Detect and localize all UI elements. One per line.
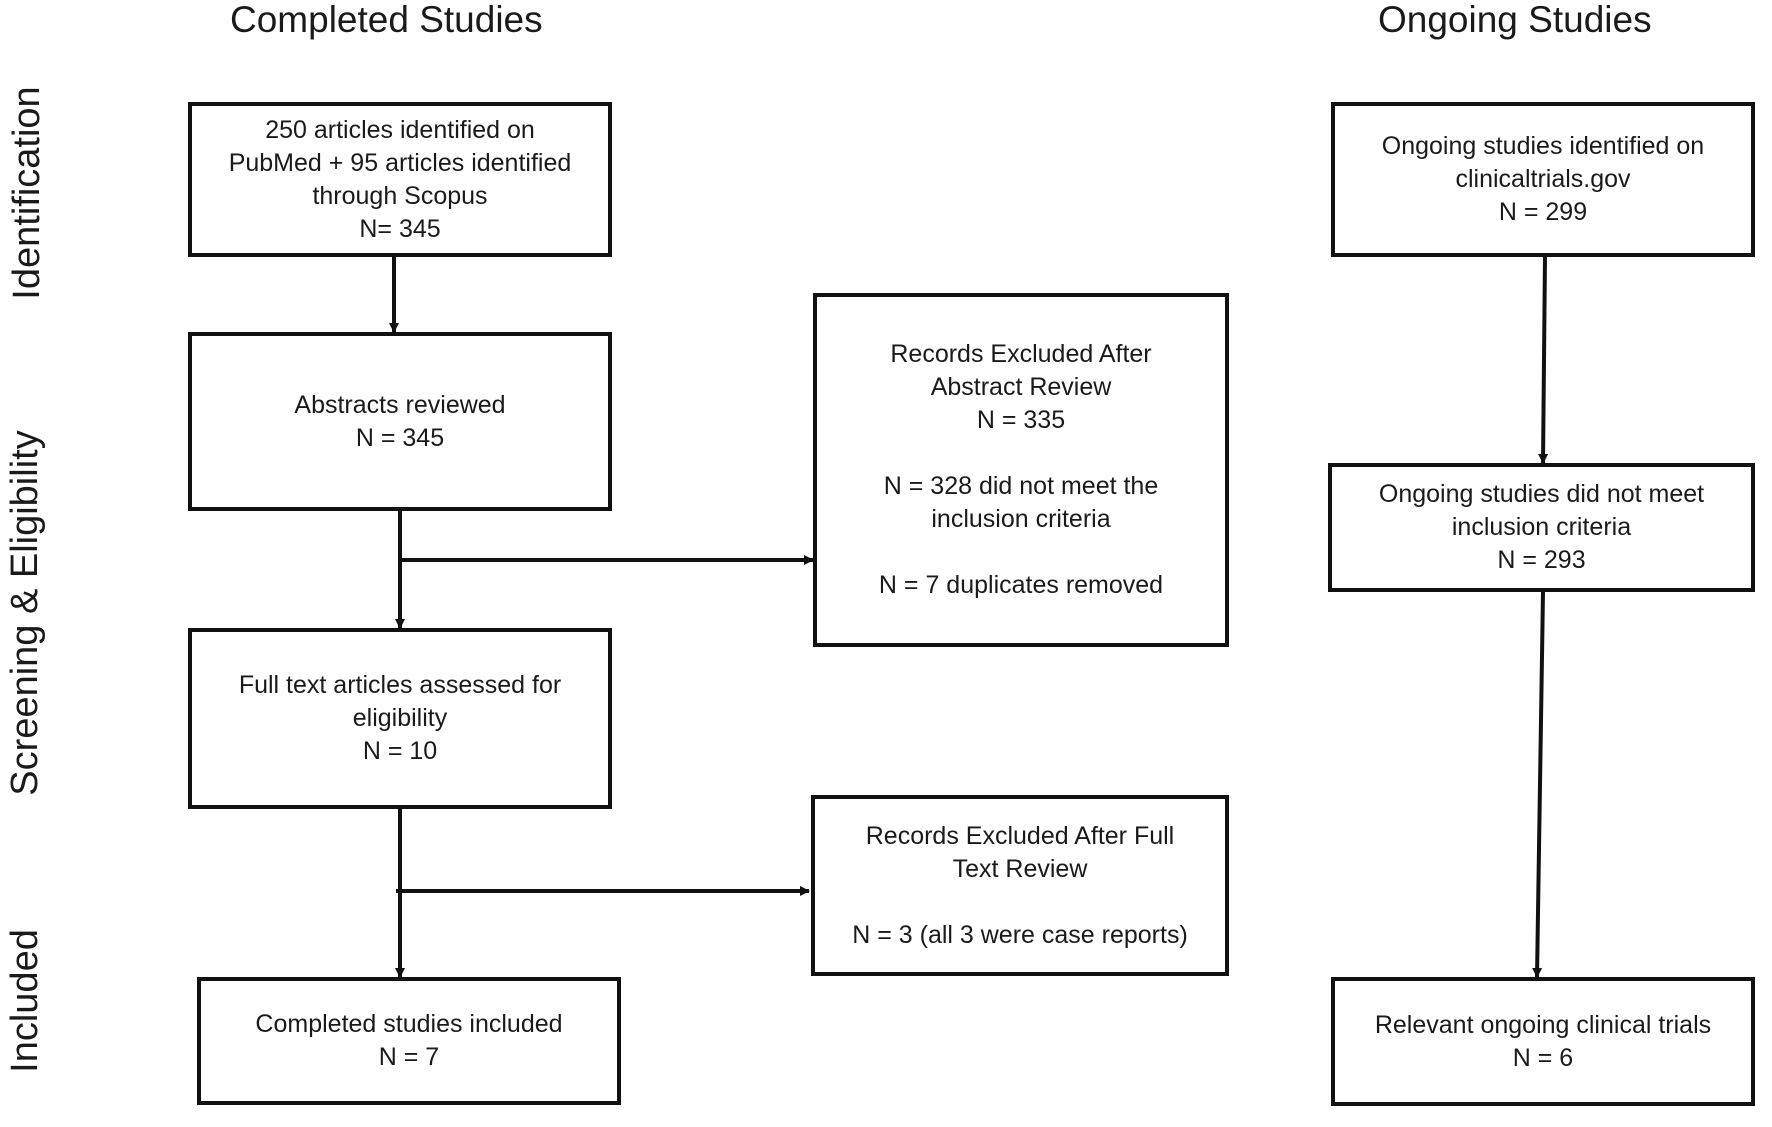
completed-included-box: Completed studies included N = 7 bbox=[197, 977, 621, 1105]
abstract-excluded-criteria-2: inclusion criteria bbox=[931, 505, 1111, 533]
arrow-ongoing-identified-to-not-met bbox=[1538, 256, 1549, 464]
ongoing-identified-box: Ongoing studies identified on clinicaltr… bbox=[1331, 102, 1755, 257]
fulltext-excluded-title-2: Text Review bbox=[952, 854, 1088, 883]
ongoing-identified-count: N = 299 bbox=[1498, 198, 1588, 226]
fulltext-assessed-line-2: eligibility bbox=[352, 704, 448, 732]
ongoing-relevant-label: Relevant ongoing clinical trials bbox=[1374, 1010, 1712, 1039]
ongoing-relevant-count: N = 6 bbox=[1512, 1043, 1574, 1072]
abstracts-reviewed-label: Abstracts reviewed bbox=[294, 390, 506, 419]
ongoing-not-met-count: N = 293 bbox=[1497, 546, 1586, 574]
completed-studies-heading: Completed Studies bbox=[230, 0, 543, 40]
articles-identified-line-1: 250 articles identified on bbox=[265, 115, 535, 144]
abstract-excluded-title-2: Abstract Review bbox=[930, 373, 1112, 401]
articles-identified-count: N= 345 bbox=[359, 214, 441, 243]
abstract-excluded-box: Records Excluded After Abstract Review N… bbox=[813, 293, 1229, 647]
articles-identified-line-3: through Scopus bbox=[312, 181, 488, 210]
arrow-ongoing-not-met-to-relevant bbox=[1532, 591, 1545, 978]
completed-included-label: Completed studies included bbox=[255, 1010, 563, 1038]
fulltext-excluded-title-1: Records Excluded After Full bbox=[865, 821, 1175, 850]
ongoing-identified-line-2: clinicaltrials.gov bbox=[1455, 165, 1631, 193]
abstract-excluded-criteria-1: N = 328 did not meet the bbox=[883, 472, 1159, 500]
fulltext-assessed-line-1: Full text articles assessed for bbox=[238, 671, 562, 699]
ongoing-not-met-box: Ongoing studies did not meet inclusion c… bbox=[1328, 463, 1755, 592]
ongoing-not-met-line-1: Ongoing studies did not meet bbox=[1378, 480, 1705, 508]
ongoing-relevant-box: Relevant ongoing clinical trials N = 6 bbox=[1331, 977, 1755, 1106]
abstract-excluded-count: N = 335 bbox=[976, 406, 1066, 434]
abstracts-reviewed-count: N = 345 bbox=[355, 423, 445, 452]
ongoing-identified-line-1: Ongoing studies identified on bbox=[1381, 132, 1705, 160]
abstract-excluded-duplicates: N = 7 duplicates removed bbox=[878, 571, 1164, 599]
abstracts-reviewed-box: Abstracts reviewed N = 345 bbox=[188, 332, 612, 511]
articles-identified-box: 250 articles identified on PubMed + 95 a… bbox=[188, 102, 612, 257]
completed-included-count: N = 7 bbox=[378, 1043, 440, 1071]
fulltext-excluded-reason: N = 3 (all 3 were case reports) bbox=[852, 920, 1188, 949]
ongoing-studies-heading: Ongoing Studies bbox=[1378, 0, 1652, 40]
ongoing-not-met-line-2: inclusion criteria bbox=[1451, 513, 1632, 541]
articles-identified-line-2: PubMed + 95 articles identified bbox=[228, 148, 572, 177]
fulltext-assessed-count: N = 10 bbox=[362, 737, 438, 765]
fulltext-assessed-box: Full text articles assessed for eligibil… bbox=[188, 628, 612, 809]
fulltext-excluded-box: Records Excluded After Full Text Review … bbox=[811, 795, 1229, 976]
abstract-excluded-title-1: Records Excluded After bbox=[890, 340, 1152, 368]
